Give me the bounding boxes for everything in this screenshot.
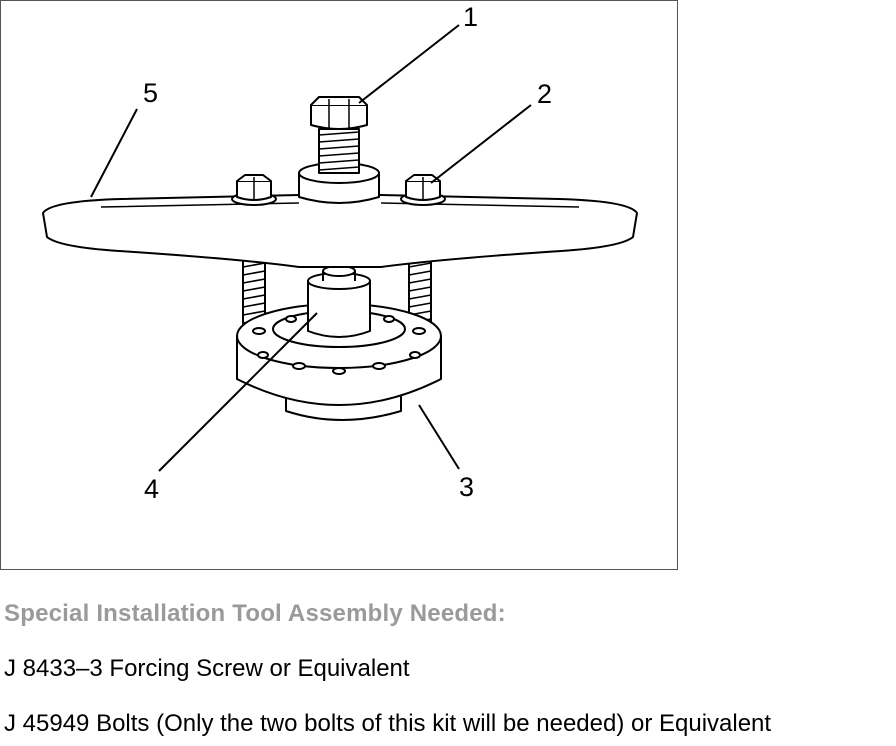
callout-4: 4 xyxy=(144,474,159,504)
tool-assembly-drawing: 1 2 3 4 5 xyxy=(42,2,638,504)
forcing-screw xyxy=(298,96,380,204)
callout-3: 3 xyxy=(459,472,474,502)
callout-2: 2 xyxy=(537,79,552,109)
right-bolt-head xyxy=(400,174,446,206)
callout-leaders xyxy=(90,24,532,472)
crossbar-bridge xyxy=(42,194,638,268)
caption-tool-bolts: J 45949 Bolts (Only the two bolts of thi… xyxy=(4,710,772,737)
caption-heading: Special Installation Tool Assembly Neede… xyxy=(4,600,506,627)
callout-5: 5 xyxy=(143,78,158,108)
caption-tool-forcing-screw: J 8433–3 Forcing Screw or Equivalent xyxy=(4,655,410,682)
bearing-installer xyxy=(307,265,371,338)
left-bolt-head xyxy=(231,174,277,206)
callout-1: 1 xyxy=(463,2,478,32)
diagram-frame: 1 2 3 4 5 xyxy=(0,0,678,570)
